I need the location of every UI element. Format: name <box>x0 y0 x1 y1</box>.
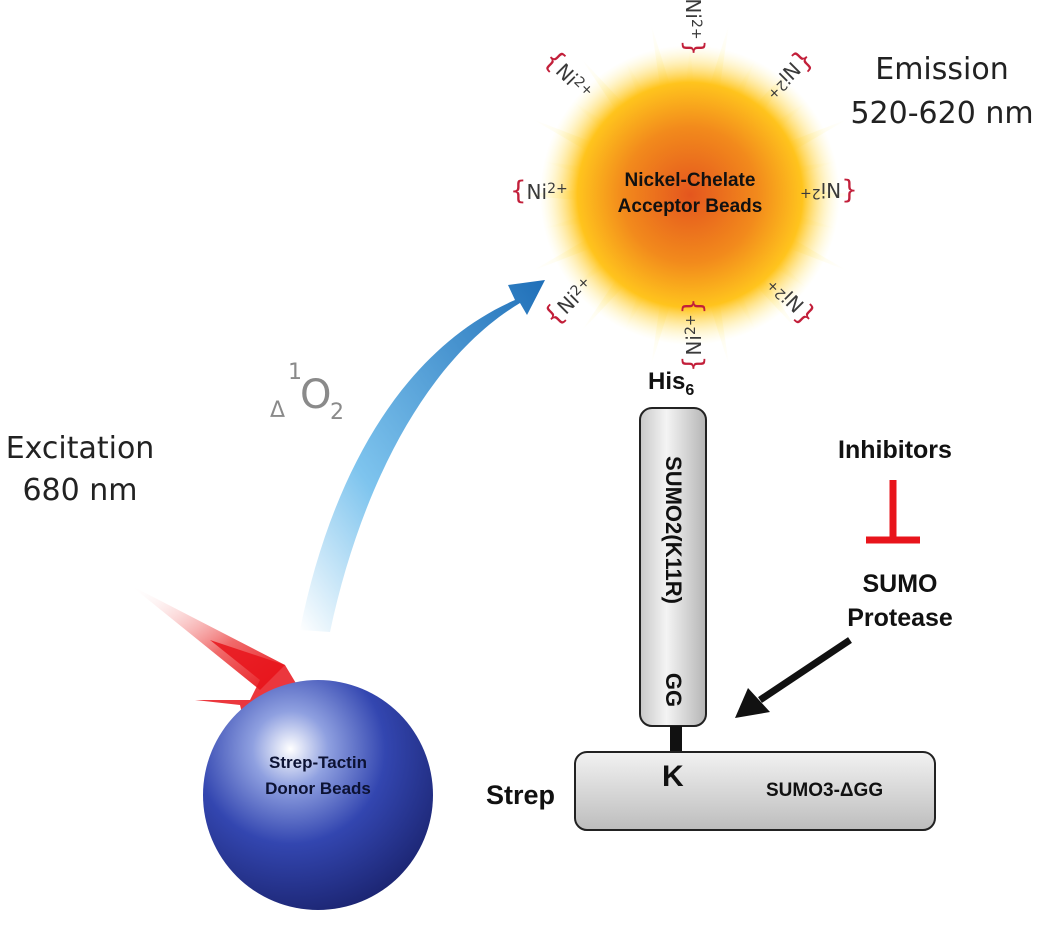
singlet-superscript: 1 <box>288 360 302 385</box>
oxygen-subscript: 2 <box>330 400 344 425</box>
lysine-label: K <box>662 760 684 793</box>
excitation-wavelength: 680 nm <box>22 473 138 508</box>
protease-line1: SUMO <box>862 570 938 598</box>
acceptor-line1: Nickel-Chelate <box>624 170 756 191</box>
sumo3-box <box>574 751 936 831</box>
sumo2-label: SUMO2(K11R) <box>661 456 686 604</box>
his-text: His <box>648 368 686 395</box>
donor-bead-label: Strep-Tactin Donor Beads <box>243 750 393 802</box>
emission-line1: Emission <box>875 52 1009 87</box>
donor-line2: Donor Beads <box>265 779 371 798</box>
singlet-oxygen-label: 1 O 2 Δ <box>268 360 358 430</box>
acceptor-bead-glow <box>515 24 865 366</box>
gg-motif-label: GG <box>661 672 686 708</box>
acceptor-bead-label: Nickel-Chelate Acceptor Beads <box>600 168 780 220</box>
donor-line1: Strep-Tactin <box>269 753 367 772</box>
acceptor-line2: Acceptor Beads <box>617 196 763 217</box>
protease-label: SUMO Protease <box>815 567 985 635</box>
delta-symbol: Δ <box>270 398 286 423</box>
singlet-oxygen-arrow <box>300 280 545 632</box>
excitation-label: Excitation 680 nm <box>0 428 160 512</box>
sumo3-label: SUMO3-ΔGG <box>766 780 884 801</box>
emission-wavelength: 520-620 nm <box>850 96 1034 131</box>
oxygen-symbol: O <box>300 372 332 418</box>
ni-label-bottom: {Ni2+} <box>678 297 709 373</box>
ni-label-top: {Ni2+} <box>679 0 710 57</box>
his-tag-label: His6 <box>648 368 694 400</box>
emission-label: Emission 520-620 nm <box>842 48 1042 136</box>
isopeptide-linker <box>670 726 682 754</box>
ni-label-right: {Ni2+ <box>800 176 858 206</box>
protease-line2: Protease <box>847 604 953 632</box>
protease-arrow <box>735 637 852 718</box>
inhibitors-label: Inhibitors <box>838 436 952 464</box>
ni-label-left: {Ni2+ <box>510 176 568 206</box>
donor-bead <box>203 680 433 910</box>
strep-tag-label: Strep <box>486 780 556 810</box>
inhibition-symbol <box>866 480 920 544</box>
excitation-line1: Excitation <box>5 431 155 466</box>
his-subscript: 6 <box>685 381 695 399</box>
